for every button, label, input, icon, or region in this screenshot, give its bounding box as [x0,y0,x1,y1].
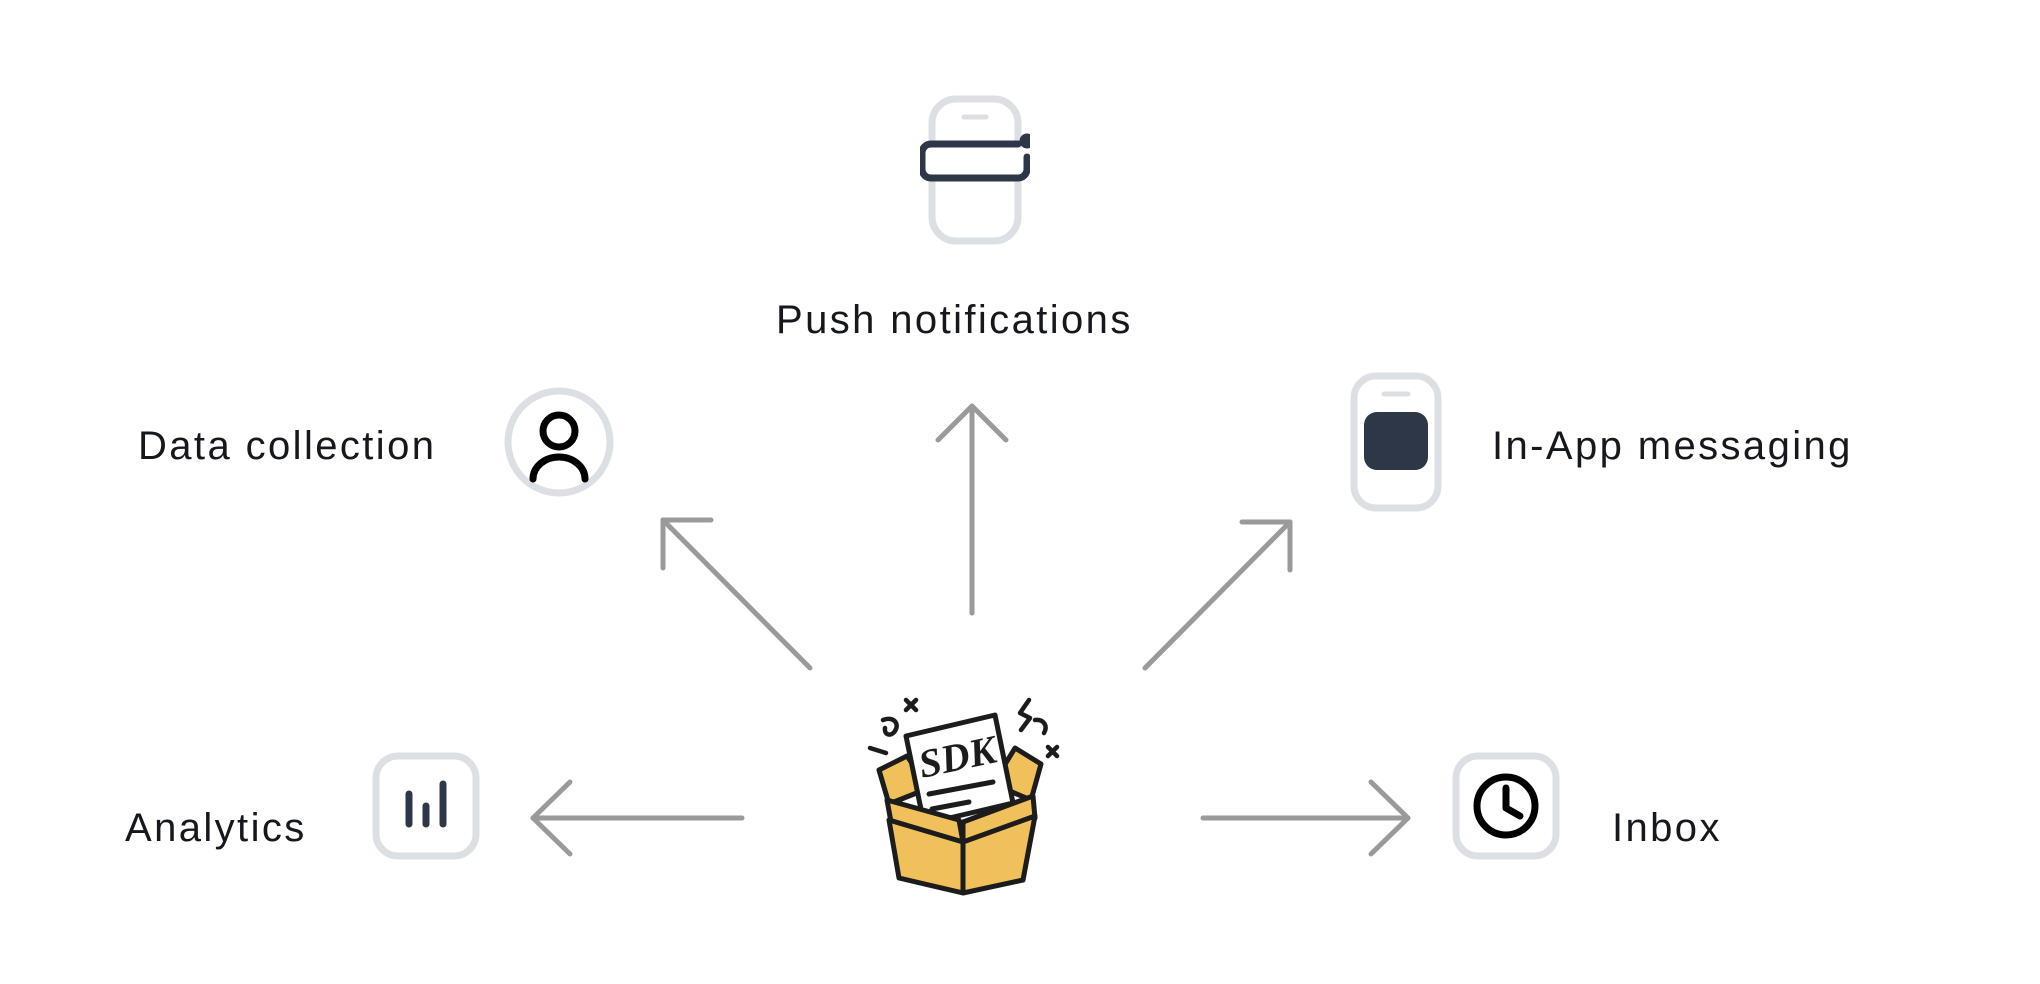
bar-chart-icon [372,752,480,860]
node-label-in-app-messaging: In-App messaging [1492,424,1853,468]
node-label-inbox: Inbox [1612,806,1722,850]
user-circle-icon [503,386,615,498]
sdk-box-illustration: SDK [845,672,1075,897]
clock-icon [1452,752,1560,860]
node-label-analytics: Analytics [125,806,307,850]
arrow-upper-right [1142,519,1293,671]
arrow-upper-left [660,517,813,671]
node-label-data-collection: Data collection [138,424,437,468]
arrow-left [530,779,745,857]
node-label-push-notifications: Push notifications [776,298,1133,342]
phone-push-banner-icon [918,95,1035,245]
arrow-up [935,403,1009,616]
arrow-right [1200,779,1411,857]
phone-inapp-message-icon [1350,372,1442,512]
